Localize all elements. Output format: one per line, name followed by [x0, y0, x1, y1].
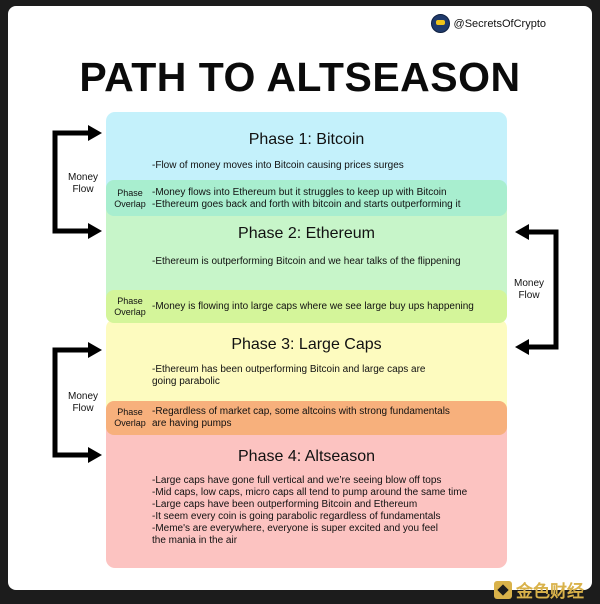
arrow-head-icon — [88, 342, 102, 358]
money-flow-line: Money — [513, 278, 544, 289]
watermark-logo-icon — [494, 580, 512, 599]
arrow-head-icon — [515, 339, 529, 355]
phase-1-title: Phase 1: Bitcoin — [248, 131, 365, 148]
text-line: -Large caps have been outperforming Bitc… — [152, 499, 418, 510]
overlap-1-box: Phase Overlap -Money flows into Ethereum… — [106, 180, 507, 216]
overlap-label-line: Phase — [117, 407, 143, 417]
page-title: PATH TO ALTSEASON — [79, 54, 521, 100]
money-flow-2-label: Money Flow — [504, 278, 554, 302]
overlap-label-line: Overlap — [114, 199, 146, 209]
phase-4-title: Phase 4: Altseason — [238, 448, 375, 465]
text-line: -Money flows into Ethereum but it strugg… — [152, 187, 447, 198]
money-flow-1-bracket — [52, 130, 90, 234]
author-handle: @SecretsOfCrypto — [430, 14, 546, 33]
handle-text: @SecretsOfCrypto — [453, 17, 546, 30]
arrow-head-icon — [88, 125, 102, 141]
text-line: are having pumps — [152, 418, 232, 429]
overlap-2-box: Phase Overlap -Money is flowing into lar… — [106, 290, 507, 323]
overlap-3-label: Phase Overlap — [112, 407, 148, 429]
money-flow-line: Money — [67, 172, 98, 183]
avatar-icon — [430, 14, 450, 33]
text-line: -Ethereum goes back and forth with bitco… — [152, 199, 461, 210]
arrow-head-icon — [88, 447, 102, 463]
text-line: -Regardless of market cap, some altcoins… — [152, 406, 450, 417]
phase-1-text: -Flow of money moves into Bitcoin causin… — [152, 160, 404, 171]
text-line: going parabolic — [152, 376, 220, 387]
phase-2-title: Phase 2: Ethereum — [238, 225, 375, 242]
overlap-2-text: -Money is flowing into large caps where … — [152, 301, 501, 313]
arrow-head-icon — [88, 223, 102, 239]
money-flow-line: Money — [67, 391, 98, 402]
text-line: -Ethereum has been outperforming Bitcoin… — [152, 364, 426, 375]
text-line: -Meme's are everywhere, everyone is supe… — [152, 523, 438, 534]
money-flow-arrows — [52, 125, 559, 463]
text-line: -Mid caps, low caps, micro caps all tend… — [152, 487, 468, 498]
money-flow-line: Flow — [72, 184, 94, 195]
phase-4-text: -Large caps have gone full vertical and … — [152, 475, 497, 547]
phase-3-title: Phase 3: Large Caps — [231, 336, 382, 353]
money-flow-2-bracket — [527, 229, 559, 350]
watermark-text: 金色财经 — [516, 582, 584, 601]
overlap-2-label: Phase Overlap — [112, 296, 148, 318]
money-flow-1-label: Money Flow — [58, 172, 108, 196]
overlap-label-line: Overlap — [114, 307, 146, 317]
overlap-label-line: Phase — [117, 188, 143, 198]
money-flow-line: Flow — [518, 290, 540, 301]
text-line: -Money is flowing into large caps where … — [152, 301, 474, 312]
overlap-1-label: Phase Overlap — [112, 188, 148, 210]
phase-2-text: -Ethereum is outperforming Bitcoin and w… — [152, 256, 461, 267]
infographic-card: @SecretsOfCrypto PATH TO ALTSEASON Phase… — [8, 6, 592, 590]
phase-4-box: Phase 4: Altseason -Large caps have gone… — [106, 419, 507, 568]
overlap-label-line: Overlap — [114, 418, 146, 428]
money-flow-3-label: Money Flow — [58, 391, 108, 415]
money-flow-line: Flow — [72, 403, 94, 414]
watermark: 金色财经 — [494, 577, 584, 602]
money-flow-3-bracket — [52, 347, 90, 458]
text-line: -It seem every coin is going parabolic r… — [152, 511, 441, 522]
arrow-head-icon — [515, 224, 529, 240]
overlap-1-text: -Money flows into Ethereum but it strugg… — [152, 187, 501, 211]
overlap-3-text: -Regardless of market cap, some altcoins… — [152, 406, 501, 430]
text-line: the mania in the air — [152, 535, 238, 546]
overlap-3-box: Phase Overlap -Regardless of market cap,… — [106, 401, 507, 435]
phase-3-text: -Ethereum has been outperforming Bitcoin… — [152, 364, 497, 388]
text-line: -Large caps have gone full vertical and … — [152, 475, 442, 486]
overlap-label-line: Phase — [117, 296, 143, 306]
